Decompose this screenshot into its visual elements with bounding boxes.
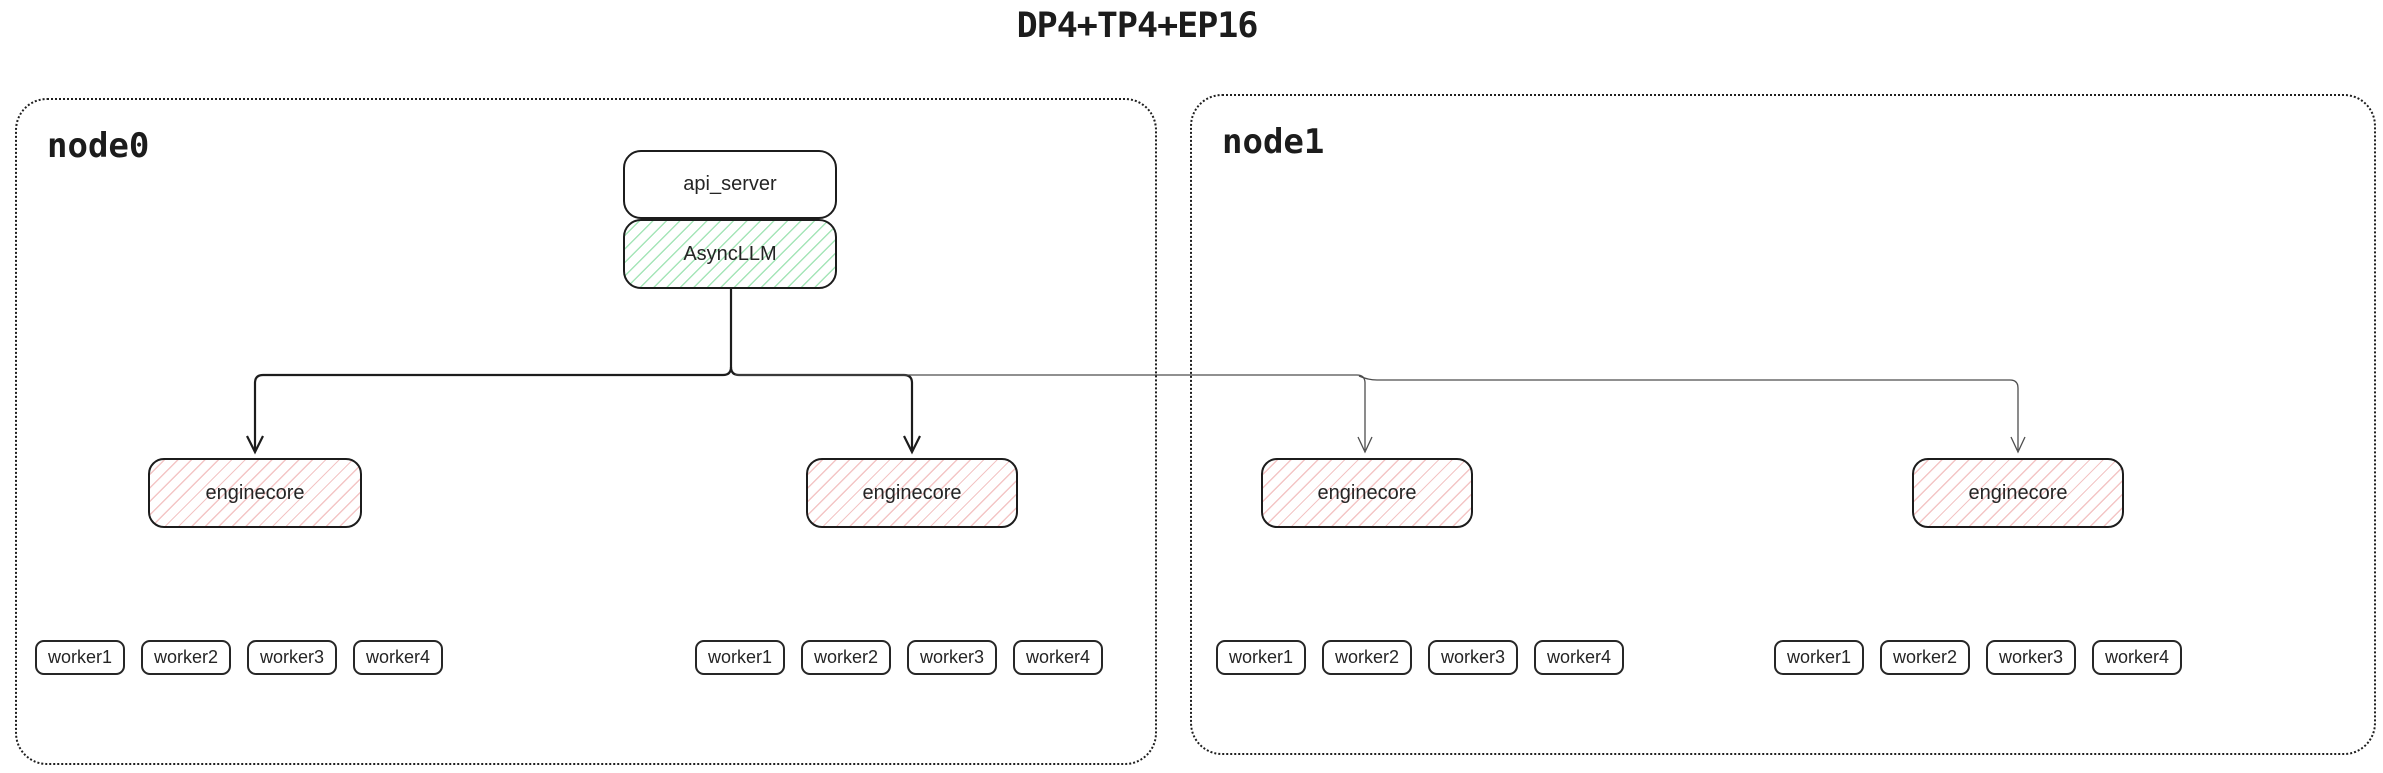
asyncllm-box: AsyncLLM xyxy=(623,219,837,289)
worker-box: worker2 xyxy=(141,640,231,675)
worker-box: worker4 xyxy=(1013,640,1103,675)
worker-box: worker4 xyxy=(1534,640,1624,675)
node1-label: node1 xyxy=(1222,122,1325,162)
worker-box: worker4 xyxy=(353,640,443,675)
worker-box: worker1 xyxy=(35,640,125,675)
worker-box: worker1 xyxy=(1216,640,1306,675)
worker-box: worker3 xyxy=(1428,640,1518,675)
worker-box: worker3 xyxy=(907,640,997,675)
worker-box: worker3 xyxy=(247,640,337,675)
worker-box: worker2 xyxy=(1880,640,1970,675)
worker-group-1: worker1 worker2 worker3 worker4 xyxy=(35,640,443,675)
worker-box: worker2 xyxy=(1322,640,1412,675)
worker-box: worker2 xyxy=(801,640,891,675)
worker-box: worker1 xyxy=(695,640,785,675)
enginecore-box-4: enginecore xyxy=(1912,458,2124,528)
worker-box: worker1 xyxy=(1774,640,1864,675)
worker-box: worker4 xyxy=(2092,640,2182,675)
enginecore-box-3: enginecore xyxy=(1261,458,1473,528)
api-server-box: api_server xyxy=(623,150,837,219)
node0-label: node0 xyxy=(47,126,150,166)
worker-group-3: worker1 worker2 worker3 worker4 xyxy=(1216,640,1624,675)
diagram-title: DP4+TP4+EP16 xyxy=(1016,6,1259,46)
enginecore-box-1: enginecore xyxy=(148,458,362,528)
worker-group-4: worker1 worker2 worker3 worker4 xyxy=(1774,640,2182,675)
worker-group-2: worker1 worker2 worker3 worker4 xyxy=(695,640,1103,675)
enginecore-box-2: enginecore xyxy=(806,458,1018,528)
worker-box: worker3 xyxy=(1986,640,2076,675)
